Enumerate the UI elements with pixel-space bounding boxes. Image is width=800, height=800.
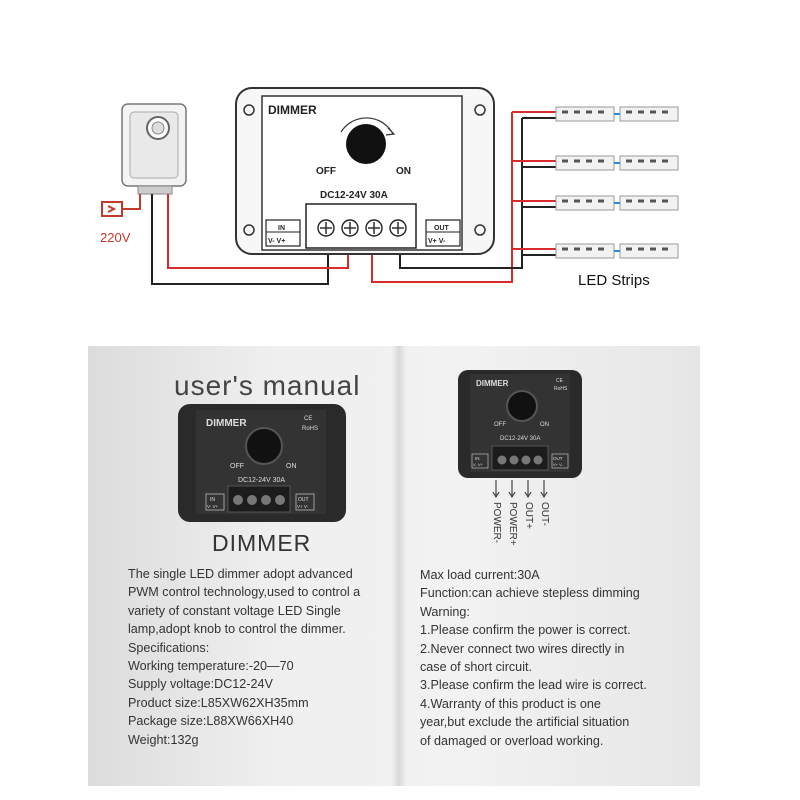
- dimmer-off-label: OFF: [316, 166, 336, 177]
- right-line: case of short circuit.: [420, 659, 532, 674]
- dimmer-spec-label: DC12-24V 30A: [320, 190, 388, 201]
- left-line: PWM control technology,used to control a: [128, 585, 361, 600]
- right-line: Max load current:30A: [420, 568, 540, 582]
- right-line: 4.Warranty of this product is one: [420, 696, 601, 711]
- out-label: OUT: [434, 225, 450, 232]
- out-terminals: V+ V-: [428, 238, 446, 245]
- left-line: Weight:132g: [128, 732, 199, 747]
- wires: [151, 111, 556, 285]
- left-line: The single LED dimmer adopt advanced: [128, 567, 353, 581]
- plug-icon: [101, 194, 141, 217]
- manual-device-right: DIMMER CE RoHS OFF ON DC12-24V 30A IN V-…: [458, 370, 582, 478]
- device-right-out-terminals: V+ V-: [553, 462, 564, 467]
- device-left-spec: DC12-24V 30A: [238, 477, 285, 484]
- device-right-in-terminals: V- V+: [473, 462, 484, 467]
- right-line: 3.Please confirm the lead wire is correc…: [420, 678, 647, 693]
- device-right-rohs: RoHS: [554, 386, 568, 392]
- device-left-in: IN: [210, 497, 215, 503]
- led-strip: [555, 195, 679, 211]
- led-strips: [555, 106, 679, 259]
- dimmer-on-label: ON: [396, 166, 411, 177]
- left-line: Product size:L85XW62XH35mm: [128, 695, 309, 710]
- wiring-diagram: DIMMER OFF ON DC12-24V 30A IN V- V+ OUT …: [101, 87, 679, 285]
- left-line: Package size:L88XW66XH40: [128, 714, 294, 729]
- power-adapter: [121, 103, 187, 195]
- led-strip: [555, 155, 679, 171]
- device-left-name: DIMMER: [206, 418, 247, 429]
- device-left-out-terminals: V+ V-: [297, 504, 309, 509]
- manual-fold: [392, 346, 406, 786]
- device-left-in-terminals: V- V+: [207, 504, 219, 509]
- right-line: Warning:: [420, 604, 470, 619]
- manual-device-left: DIMMER CE RoHS OFF ON DC12-24V 30A IN V-…: [178, 404, 346, 522]
- device-left-rohs: RoHS: [302, 426, 318, 432]
- power-voltage-label: 220V: [100, 230, 131, 245]
- in-label: IN: [278, 225, 285, 232]
- device-left-ce: CE: [304, 416, 312, 422]
- left-line: Specifications:: [128, 640, 210, 655]
- device-right-name: DIMMER: [476, 379, 509, 388]
- left-line: Working temperature:-20—70: [128, 658, 294, 673]
- left-line: variety of constant voltage LED Single: [128, 603, 341, 618]
- device-right-in: IN: [475, 456, 480, 461]
- manual-right-text: Max load current:30A Function:can achiev…: [420, 566, 647, 750]
- wire-label-out-minus: OUT-: [539, 502, 550, 526]
- device-left-out: OUT: [298, 497, 309, 503]
- right-line: Function:can achieve stepless dimming: [420, 586, 640, 601]
- right-line: 1.Please confirm the power is correct.: [420, 623, 631, 638]
- in-terminals: V- V+: [268, 238, 285, 245]
- device-left-on: ON: [286, 463, 297, 470]
- device-right-out: OUT: [553, 456, 563, 461]
- led-strip: [555, 106, 679, 122]
- right-line: of damaged or overload working.: [420, 733, 604, 748]
- device-left-off: OFF: [230, 463, 244, 470]
- left-line: lamp,adopt knob to control the dimmer.: [128, 622, 346, 637]
- manual-title: user's manual: [174, 370, 361, 401]
- wire-label-out-plus: OUT+: [523, 502, 534, 529]
- dimmer-name: DIMMER: [268, 103, 317, 117]
- dimmer-device: DIMMER OFF ON DC12-24V 30A IN V- V+ OUT …: [235, 87, 495, 255]
- right-line: 2.Never connect two wires directly in: [420, 641, 625, 656]
- left-line: Supply voltage:DC12-24V: [128, 677, 273, 692]
- wire-arrows: [492, 480, 548, 499]
- device-right-on: ON: [540, 422, 549, 428]
- device-right-off: OFF: [494, 422, 506, 428]
- device-right-ce: CE: [556, 378, 564, 384]
- device-right-spec: DC12-24V 30A: [500, 436, 540, 442]
- wire-label-power-minus: POWER-: [491, 502, 502, 544]
- wire-label-power-plus: POWER+: [507, 502, 518, 546]
- terminal-screws: [317, 219, 407, 237]
- manual-left-text: The single LED dimmer adopt advanced PWM…: [128, 565, 360, 749]
- right-line: year,but exclude the artificial situatio…: [420, 715, 630, 730]
- manual-product-name: DIMMER: [212, 530, 312, 556]
- led-strips-label: LED Strips: [578, 272, 650, 289]
- led-strip: [555, 243, 679, 259]
